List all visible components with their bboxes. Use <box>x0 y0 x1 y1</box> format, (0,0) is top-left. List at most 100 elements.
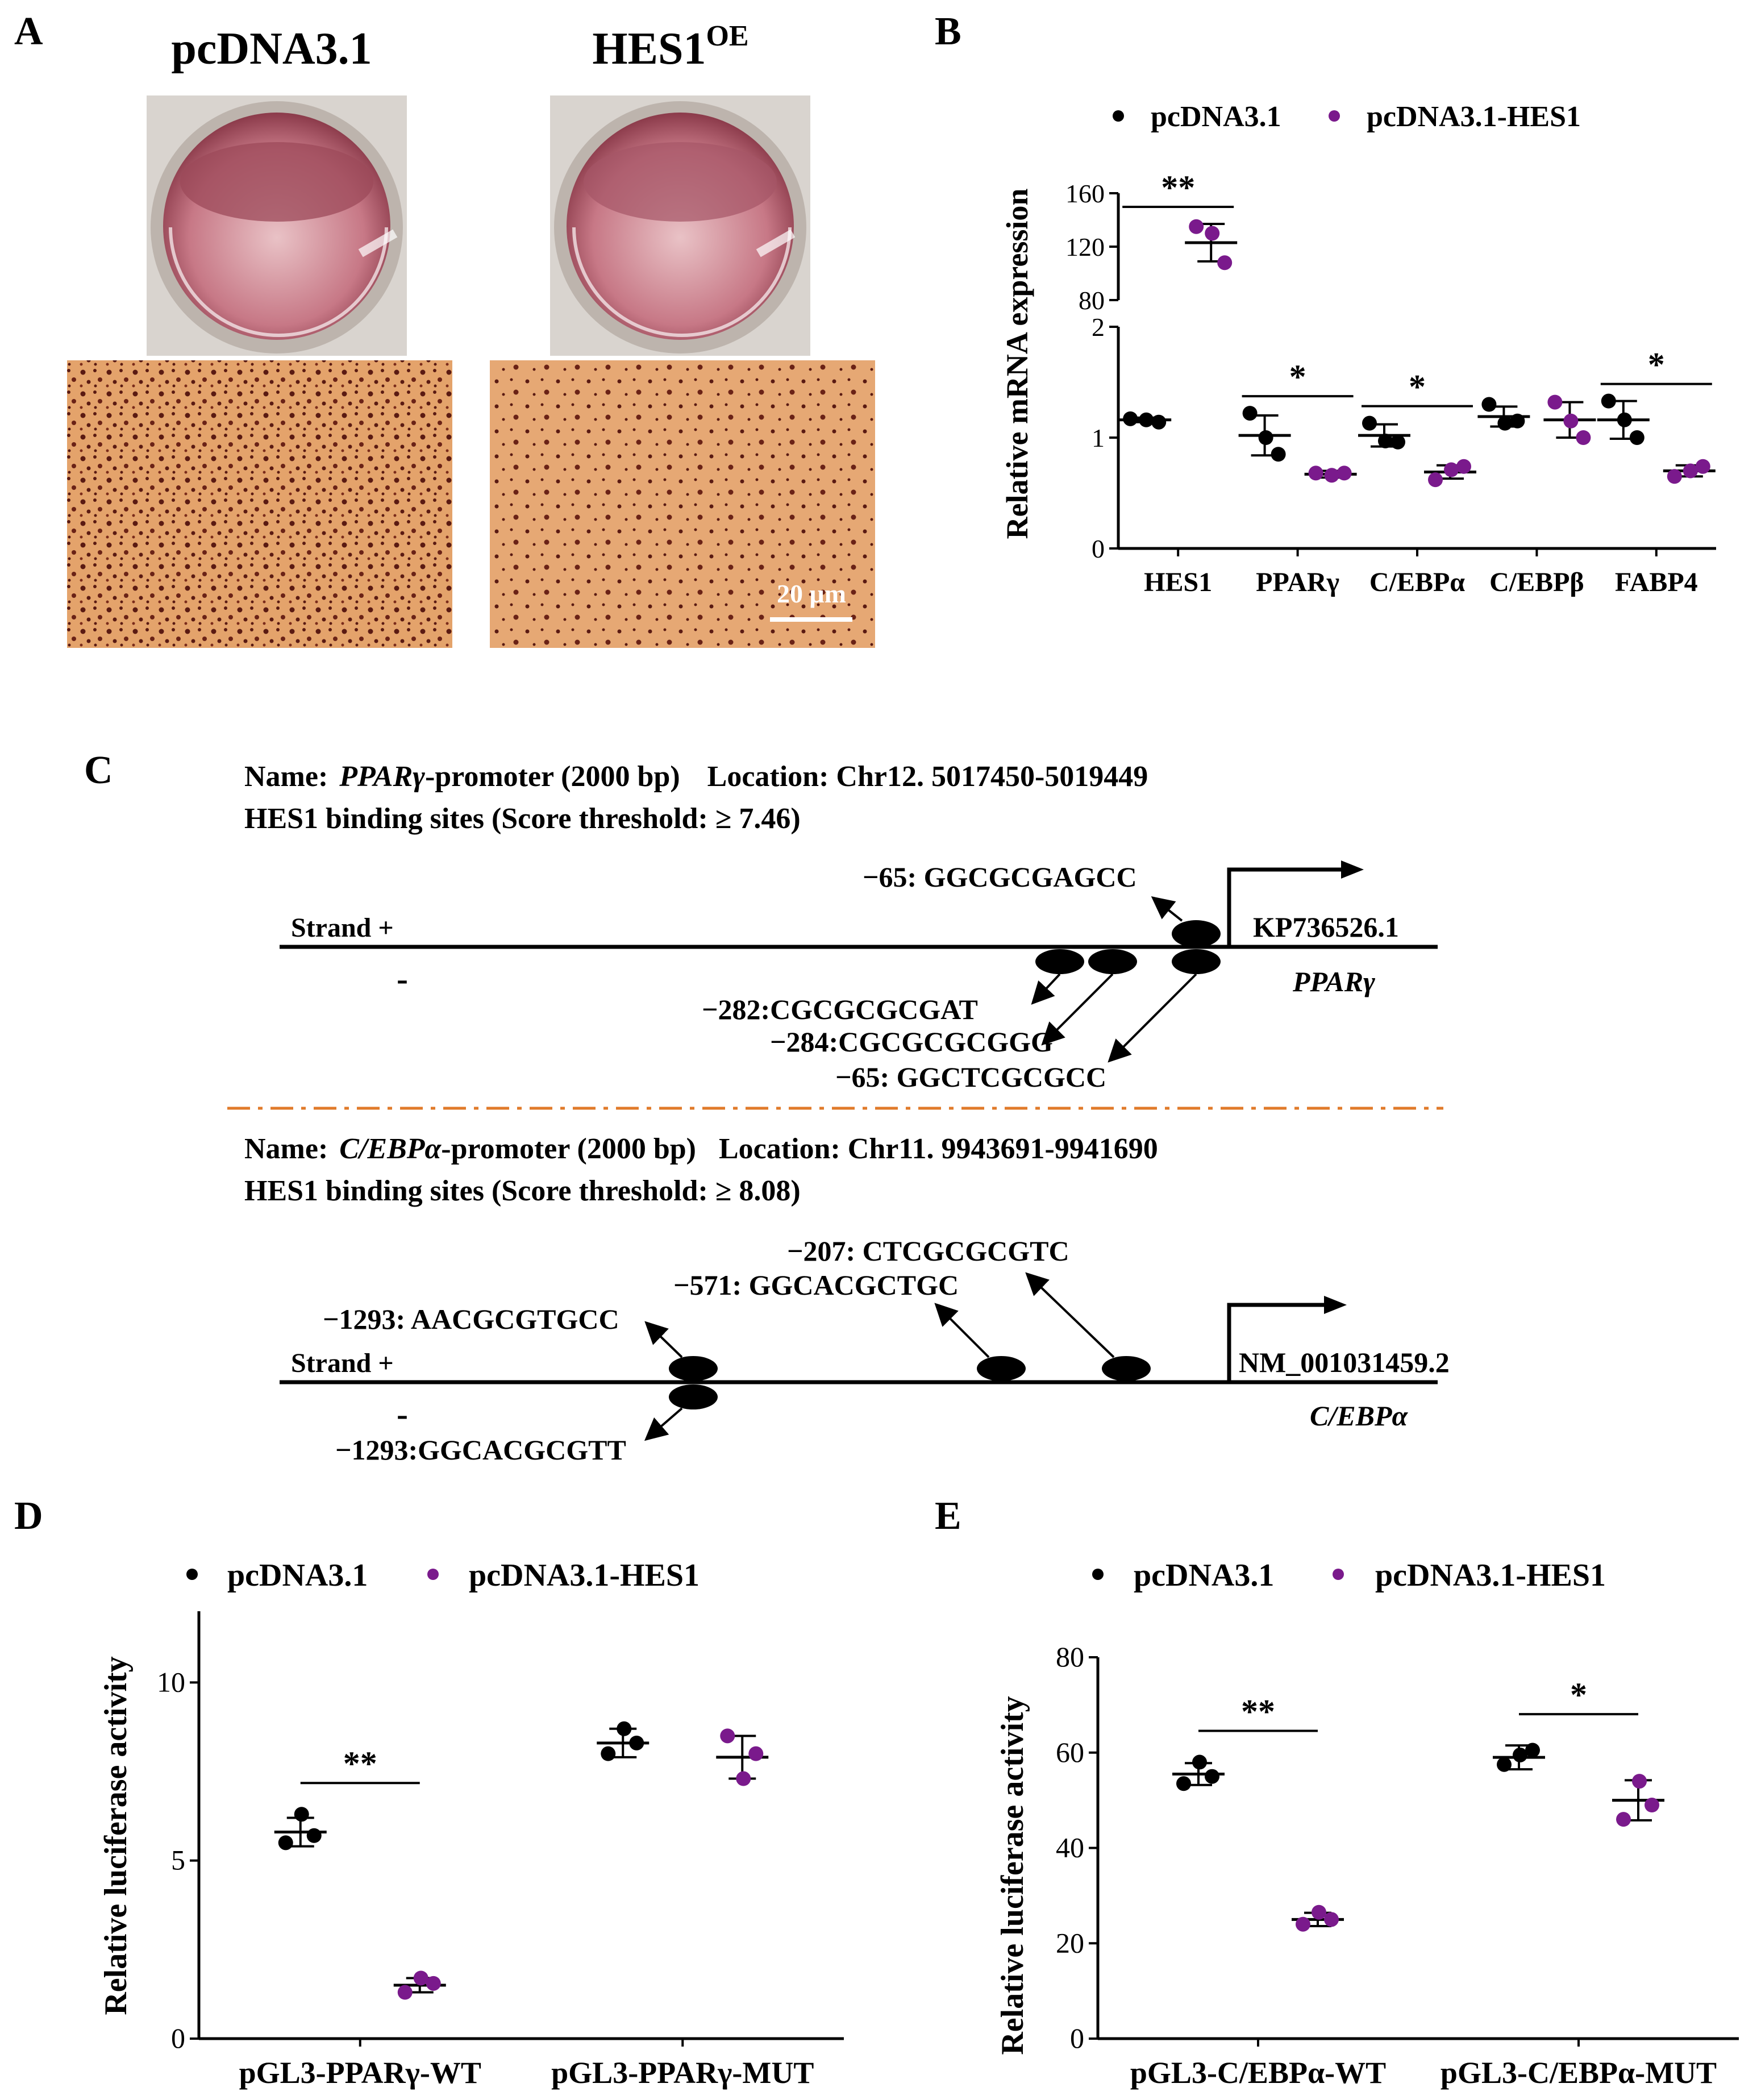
y-tick-label: 120 <box>1065 232 1105 261</box>
pparg-promoter-diagram: Strand + - KP736526.1 PPARγ −65: GGCGCGA… <box>280 860 1438 1093</box>
pparg-tss-arrowhead <box>1341 860 1364 879</box>
x-tick-label: pGL3-C/EBPα-MUT <box>1441 2056 1717 2090</box>
data-point-chartE-0-0-1 <box>1192 1754 1207 1770</box>
pparg-header-line1: Name:PPARγ-promoter (2000 bp)Location: C… <box>244 760 1148 793</box>
y-tick-label: 80 <box>1056 1641 1084 1673</box>
pparg-site-label-m1: −282:CGCGCGCGAT <box>702 993 978 1025</box>
pparg-strand-minus: - <box>397 960 408 997</box>
cebpa-gene-label: C/EBPα <box>1310 1400 1408 1432</box>
pparg-arrow-plus <box>1151 896 1183 922</box>
legend-marker-control <box>1092 1569 1104 1580</box>
data-point-b-1-1-1 <box>1324 468 1339 483</box>
legend-marker-control <box>186 1569 198 1580</box>
pparg-site-label-plus: −65: GGCGCGAGCC <box>863 861 1137 893</box>
data-point-b-3-1-1 <box>1563 413 1579 429</box>
data-point-b-0-1-0 <box>1189 219 1204 234</box>
data-point-b-3-1-0 <box>1547 394 1563 410</box>
panel-letter-a: A <box>14 10 43 53</box>
y-tick-label: 0 <box>1092 534 1105 563</box>
data-point-b-3-0-2 <box>1510 413 1525 429</box>
legend-d: pcDNA3.1 pcDNA3.1-HES1 <box>186 1558 700 1593</box>
cebpa-site-minus-1293 <box>669 1384 718 1409</box>
data-point-chartE-0-1-2 <box>1324 1912 1339 1927</box>
data-point-b-0-0-2 <box>1151 414 1167 430</box>
pparg-site-label-m2: −284:CGCGCGCGGG <box>770 1026 1053 1058</box>
legend-label-control: pcDNA3.1 <box>227 1558 368 1593</box>
data-point-b-4-0-2 <box>1629 430 1645 445</box>
data-point-chartE-0-1-1 <box>1312 1904 1326 1920</box>
cebpa-arrow-1293m <box>644 1407 683 1441</box>
data-point-b-1-0-2 <box>1271 447 1286 462</box>
cebpa-strand-minus: - <box>397 1395 408 1433</box>
x-tick-label: pGL3-PPARγ-MUT <box>551 2056 814 2090</box>
y-tick-label: 2 <box>1092 313 1105 342</box>
legend-label-treated: pcDNA3.1-HES1 <box>1375 1558 1606 1593</box>
significance-mark-b-0: ** <box>1161 169 1195 206</box>
cebpa-site-plus-207 <box>1102 1356 1151 1381</box>
pparg-strand-plus: Strand + <box>291 913 394 943</box>
data-point-b-1-1-0 <box>1308 465 1323 481</box>
data-point-chartE-0-1-0 <box>1296 1916 1310 1932</box>
data-point-chartD-1-1-1 <box>736 1771 751 1786</box>
data-point-chartD-0-1-1 <box>413 1970 428 1986</box>
data-point-b-1-1-2 <box>1337 465 1352 481</box>
cebpa-tss-arrowhead <box>1324 1296 1347 1314</box>
panel-letter-c: C <box>84 748 113 792</box>
pparg-accession: KP736526.1 <box>1253 911 1399 943</box>
data-point-chartE-1-0-1 <box>1513 1747 1527 1762</box>
x-tick-label: C/EBPβ <box>1489 567 1584 597</box>
data-point-chartD-0-0-2 <box>306 1828 322 1843</box>
data-point-b-4-1-0 <box>1667 469 1682 484</box>
data-point-b-2-0-0 <box>1362 415 1377 431</box>
pparg-gene-label: PPARγ <box>1292 966 1375 997</box>
micrograph-hes1oe <box>490 360 875 648</box>
dish-photo-control <box>147 95 407 356</box>
panel-letter-e: E <box>935 1494 961 1538</box>
data-point-b-1-0-1 <box>1258 430 1273 445</box>
data-point-b-4-0-1 <box>1617 412 1632 427</box>
cebpa-strand-plus: Strand + <box>291 1348 394 1378</box>
micrograph-control <box>67 360 452 648</box>
legend-marker-control <box>1113 110 1124 122</box>
data-point-chartD-1-0-0 <box>601 1746 616 1761</box>
panel-letter-d: D <box>14 1494 43 1538</box>
data-point-b-3-0-0 <box>1481 397 1497 412</box>
panel-letter-b: B <box>935 10 961 53</box>
pparg-site-label-m3: −65: GGCTCGCGCC <box>835 1061 1106 1093</box>
legend-label-control: pcDNA3.1 <box>1134 1558 1274 1593</box>
data-point-b-2-0-1 <box>1378 433 1393 448</box>
data-point-b-4-0-0 <box>1601 393 1616 409</box>
dish-photo-hes1oe <box>550 95 810 356</box>
cebpa-tss-arrow <box>1227 1303 1324 1382</box>
pparg-tss-arrow <box>1227 867 1341 947</box>
x-tick-label: pGL3-PPARγ-WT <box>239 2056 481 2090</box>
data-point-b-0-1-2 <box>1217 255 1233 271</box>
cebpa-promoter-diagram: Strand + - NM_001031459.2 C/EBPα −207: C… <box>280 1235 1450 1466</box>
cebpa-site-label-1293m: −1293:GGCACGCGTT <box>335 1434 626 1466</box>
data-point-b-0-1-1 <box>1205 226 1220 241</box>
pparg-arrow-m1 <box>1031 973 1061 1005</box>
data-point-b-2-0-2 <box>1391 434 1405 450</box>
x-tick-label: FABP4 <box>1615 567 1698 597</box>
data-point-b-3-0-1 <box>1497 415 1513 431</box>
panel-e: E pcDNA3.1 pcDNA3.1-HES1 Relative lucife… <box>935 1494 1739 2090</box>
chart-e: 020406080pGL3-C/EBPα-WT**pGL3-C/EBPα-MUT… <box>1056 1641 1739 2090</box>
pparg-site-plus-65 <box>1172 920 1221 947</box>
pparg-site-minus-65 <box>1172 949 1221 974</box>
y-tick-label: 10 <box>157 1666 185 1698</box>
legend-e: pcDNA3.1 pcDNA3.1-HES1 <box>1092 1558 1606 1593</box>
data-point-chartD-0-0-1 <box>294 1807 309 1822</box>
data-point-chartD-0-1-0 <box>397 1985 413 2000</box>
data-point-b-4-1-2 <box>1695 459 1710 474</box>
significance-mark-chartE-0: ** <box>1241 1693 1275 1731</box>
y-tick-label: 1 <box>1092 423 1105 452</box>
data-point-chartD-1-1-2 <box>748 1746 764 1761</box>
panel-c: C Name:PPARγ-promoter (2000 bp)Location:… <box>84 748 1450 1466</box>
y-tick-label: 160 <box>1065 179 1105 208</box>
chart-b-ylabel: Relative mRNA expression <box>1000 189 1034 539</box>
legend-label-control: pcDNA3.1 <box>1151 101 1281 133</box>
legend-marker-treated <box>427 1569 439 1580</box>
legend-marker-treated <box>1329 110 1340 122</box>
legend-label-treated: pcDNA3.1-HES1 <box>469 1558 700 1593</box>
